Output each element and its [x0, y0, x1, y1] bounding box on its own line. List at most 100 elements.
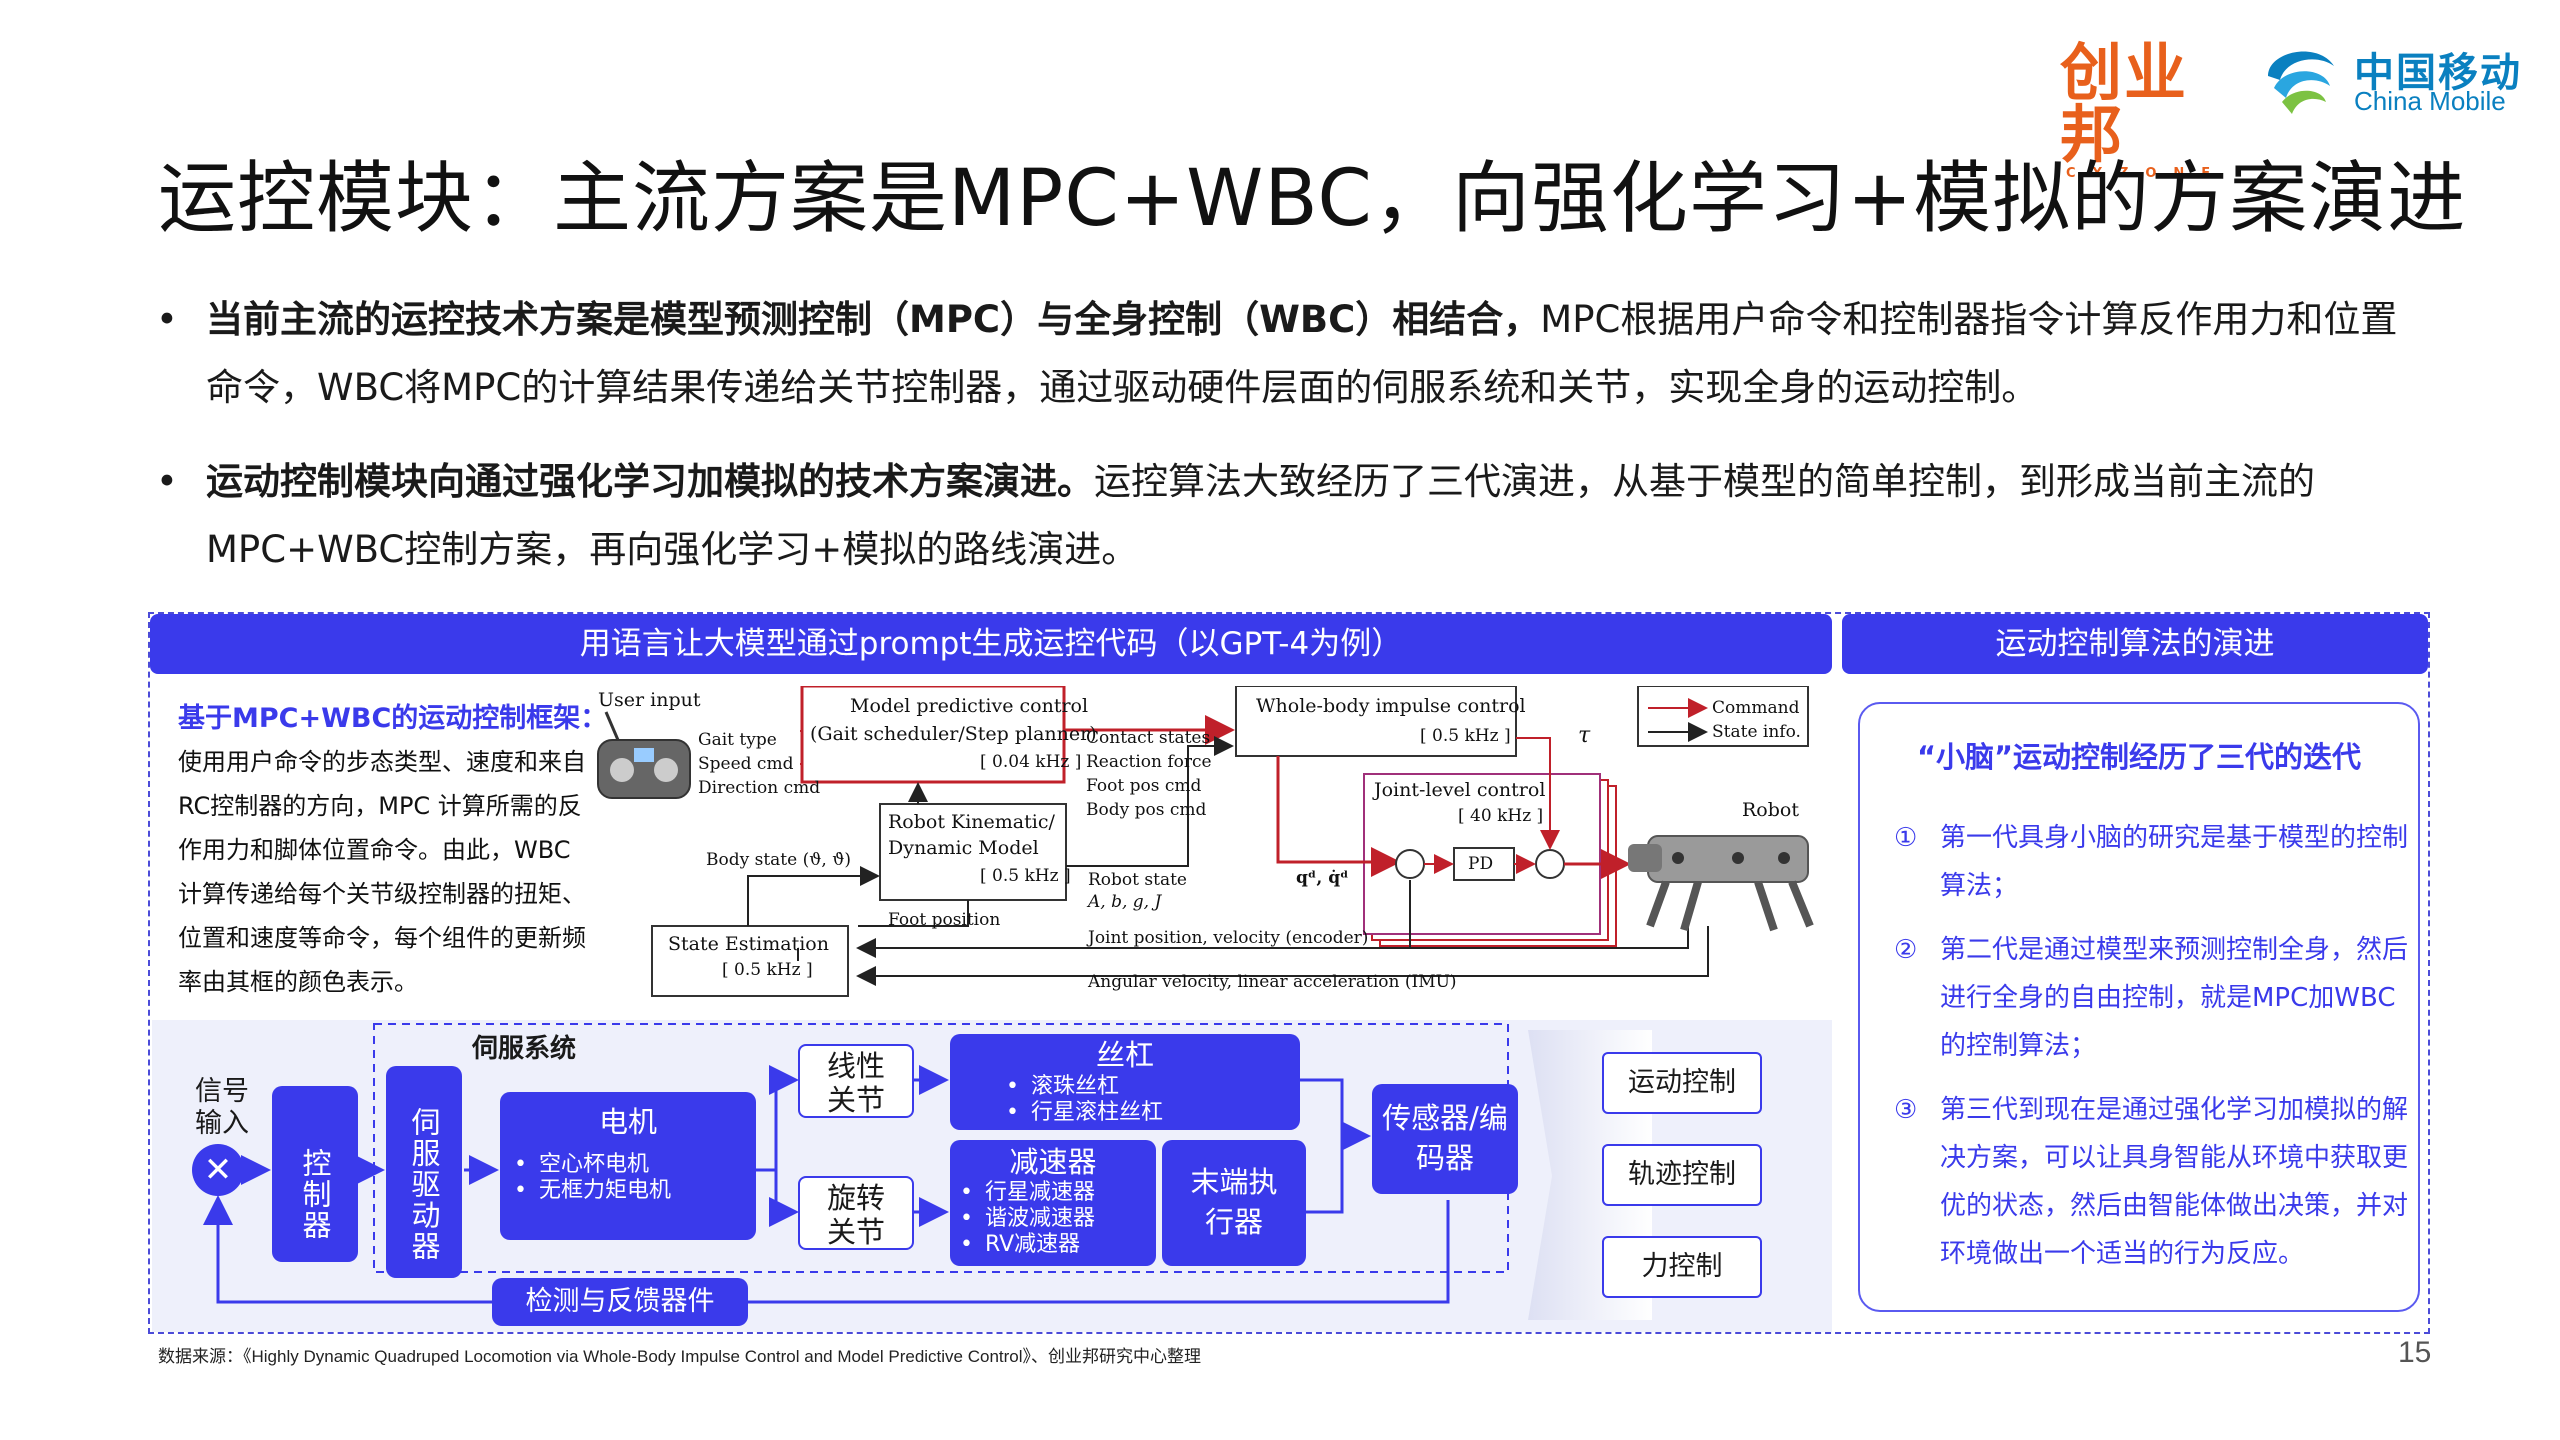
cyzone-logo: 创业邦 CYZONE	[2060, 42, 2228, 182]
evolution-item-text: 第三代到现在是通过强化学习加模拟的解决方案，可以让具身智能从环境中获取更优的状态…	[1940, 1095, 2409, 1269]
legend-command: Command	[1712, 698, 1800, 718]
china-mobile-logo-subtext: China Mobile	[2354, 86, 2506, 116]
evolution-item: ③ 第三代到现在是通过强化学习加模拟的解决方案，可以让具身智能从环境中获取更优的…	[1894, 1086, 2414, 1278]
label-gait-type: Gait type	[698, 730, 777, 750]
lead-screw-item: 行星滚柱丝杠	[1006, 1100, 1300, 1126]
label-imu-feedback: Angular velocity, linear acceleration (I…	[1088, 972, 1457, 992]
motor-block: 电机 空心杯电机 无框力矩电机	[500, 1092, 756, 1240]
china-mobile-logo-text: 中国移动	[2354, 50, 2522, 96]
label-direction-cmd: Direction cmd	[698, 778, 821, 798]
label-contact-states: Contact states	[1086, 728, 1211, 748]
cyzone-logo-subtext: CYZONE	[2066, 166, 2228, 181]
reducer-item: 谐波减速器	[960, 1206, 1156, 1232]
evolution-card: “小脑”运动控制经历了三代的迭代 ① 第一代具身小脑的研究是基于模型的控制算法；…	[1858, 702, 2420, 1312]
label-kinematic: Robot Kinematic/	[888, 811, 1055, 833]
data-source-note: 数据来源：《Highly Dynamic Quadruped Locomotio…	[158, 1347, 1202, 1366]
page-number: 15	[2398, 1336, 2432, 1369]
label-foot-position: Foot position	[888, 910, 1001, 930]
evolution-item-number: ②	[1894, 935, 1918, 965]
label-user-input: User input	[598, 689, 701, 711]
output-force-control: 力控制	[1602, 1236, 1762, 1298]
reducer-title: 减速器	[1009, 1145, 1097, 1179]
lead-screw-list: 滚珠丝杠 行星滚柱丝杠	[950, 1074, 1300, 1126]
label-mpc-subtitle: (Gait scheduler/Step planner)	[810, 723, 1097, 745]
output-motion-control: 运动控制	[1602, 1052, 1762, 1114]
label-robot-state: Robot state	[1088, 870, 1187, 890]
bullet-bold-text: 当前主流的运控技术方案是模型预测控制（MPC）与全身控制（WBC）相结合，	[206, 298, 1541, 341]
servo-system-label: 伺服系统	[472, 1034, 577, 1064]
label-speed-cmd: Speed cmd	[698, 754, 794, 774]
evolution-item-number: ③	[1894, 1095, 1918, 1125]
label-joint-frequency: [ 40 kHz ]	[1458, 806, 1544, 826]
label-joint-feedback: Joint position, velocity (encoder)	[1088, 928, 1369, 948]
signal-input-label: 信号输入	[195, 1076, 249, 1139]
right-panel-header: 运动控制算法的演进	[1842, 614, 2428, 674]
quadruped-robot-icon	[1628, 835, 1814, 932]
lead-screw-item: 滚珠丝杠	[1006, 1074, 1300, 1100]
evolution-item-text: 第一代具身小脑的研究是基于模型的控制算法；	[1940, 823, 2409, 901]
bullet-text: 运控算法大致经历了三代演进，从基于模型的简单控制，到形成当前主流的MPC+WBC…	[206, 460, 2315, 571]
evolution-item: ① 第一代具身小脑的研究是基于模型的控制算法；	[1894, 814, 2414, 910]
end-effector-block: 末端执行器	[1162, 1140, 1306, 1266]
label-kinematic-frequency: [ 0.5 kHz ]	[980, 866, 1071, 886]
bullet-item: • 运动控制模块向通过强化学习加模拟的技术方案演进。运控算法大致经历了三代演进，…	[156, 448, 2416, 584]
evolution-item-number: ①	[1894, 823, 1918, 853]
controller-block: 控制器	[272, 1086, 358, 1262]
left-panel-header: 用语言让大模型通过prompt生成运控代码（以GPT-4为例）	[150, 614, 1832, 674]
mpc-wbc-diagram: User input Gait type Speed cmd Direction…	[588, 686, 1828, 1016]
label-joint-level-control: Joint-level control	[1374, 779, 1546, 801]
reducer-item: 行星减速器	[960, 1180, 1156, 1206]
framework-title: 基于MPC+WBC的运动控制框架：	[178, 703, 608, 734]
panel-frame	[148, 612, 2430, 1334]
label-mpc-frequency: [ 0.04 kHz ]	[980, 752, 1082, 772]
label-wbc-frequency: [ 0.5 kHz ]	[1420, 726, 1511, 746]
output-trajectory-control: 轨迹控制	[1602, 1144, 1762, 1206]
label-body-state: Body state (ϑ, ϑ̇)	[706, 850, 851, 870]
page-title: 运控模块：主流方案是MPC+WBC，向强化学习+模拟的方案演进	[158, 154, 2467, 244]
motor-item: 无框力矩电机	[514, 1178, 756, 1204]
servo-system-diagram: 信号输入 ✕ 控制器 伺服系统 伺服驱动器 电机 空心杯电机 无框力矩电机 线性…	[152, 1020, 1832, 1332]
bullet-bold-text: 运动控制模块向通过强化学习加模拟的技术方案演进。	[206, 460, 1094, 503]
label-mpc-title: Model predictive control	[850, 695, 1089, 717]
servo-driver-block: 伺服驱动器	[386, 1066, 462, 1278]
label-foot-pos-cmd: Foot pos cmd	[1086, 776, 1202, 796]
evolution-card-title: “小脑”运动控制经历了三代的迭代	[1916, 740, 2362, 774]
label-pd: PD	[1468, 854, 1494, 874]
reducer-item: RV减速器	[960, 1232, 1156, 1258]
label-reaction-force: Reaction force	[1086, 752, 1212, 772]
bullet-text: MPC根据用户命令和控制器指令计算反作用力和位置命令，WBC将MPC的计算结果传…	[206, 298, 2398, 409]
feedback-device-block: 检测与反馈器件	[492, 1278, 748, 1326]
label-state-estimation-frequency: [ 0.5 kHz ]	[722, 960, 813, 980]
bullet-list: • 当前主流的运控技术方案是模型预测控制（MPC）与全身控制（WBC）相结合，M…	[156, 286, 2416, 610]
label-state-estimation: State Estimation	[668, 933, 829, 955]
motor-item: 空心杯电机	[514, 1152, 756, 1178]
china-mobile-logo: 中国移动 China Mobile	[2258, 36, 2528, 122]
label-dynamic-model: Dynamic Model	[888, 837, 1039, 859]
label-qd: qᵈ, q̇ᵈ	[1296, 868, 1349, 888]
legend-state-info: State info.	[1712, 722, 1801, 742]
reducer-block: 减速器 行星减速器 谐波减速器 RV减速器	[950, 1140, 1156, 1266]
multiply-icon: ✕	[203, 1150, 233, 1190]
sensor-encoder-block: 传感器/编码器	[1372, 1084, 1518, 1194]
rotary-joint-block: 旋转关节	[798, 1176, 914, 1250]
china-mobile-swirl-icon	[2268, 51, 2334, 114]
label-body-pos-cmd: Body pos cmd	[1086, 800, 1207, 820]
label-robot: Robot	[1742, 799, 1799, 821]
bullet-marker: •	[156, 298, 178, 341]
evolution-item: ② 第二代是通过模型来预测控制全身，然后进行全身的自由控制，就是MPC加WBC的…	[1894, 926, 2414, 1070]
lead-screw-block: 丝杠 滚珠丝杠 行星滚柱丝杠	[950, 1034, 1300, 1130]
label-tau: τ	[1578, 723, 1591, 748]
motor-title: 电机	[598, 1105, 657, 1139]
lead-screw-title: 丝杠	[1095, 1038, 1154, 1072]
framework-description: 使用用户命令的步态类型、速度和来自RC控制器的方向，MPC 计算所需的反作用力和…	[178, 748, 586, 996]
evolution-item-text: 第二代是通过模型来预测控制全身，然后进行全身的自由控制，就是MPC加WBC的控制…	[1940, 935, 2409, 1061]
motor-list: 空心杯电机 无框力矩电机	[500, 1142, 756, 1204]
bullet-marker: •	[156, 460, 178, 503]
linear-joint-block: 线性关节	[798, 1044, 914, 1118]
label-wbc-title: Whole-body impulse control	[1256, 695, 1526, 717]
bullet-item: • 当前主流的运控技术方案是模型预测控制（MPC）与全身控制（WBC）相结合，M…	[156, 286, 2416, 422]
cyzone-logo-text: 创业邦	[2060, 36, 2189, 171]
rc-controller-icon	[597, 711, 691, 799]
label-robot-state-vars: A, b, g, J	[1088, 892, 1162, 912]
diagram-lines	[597, 686, 1814, 997]
